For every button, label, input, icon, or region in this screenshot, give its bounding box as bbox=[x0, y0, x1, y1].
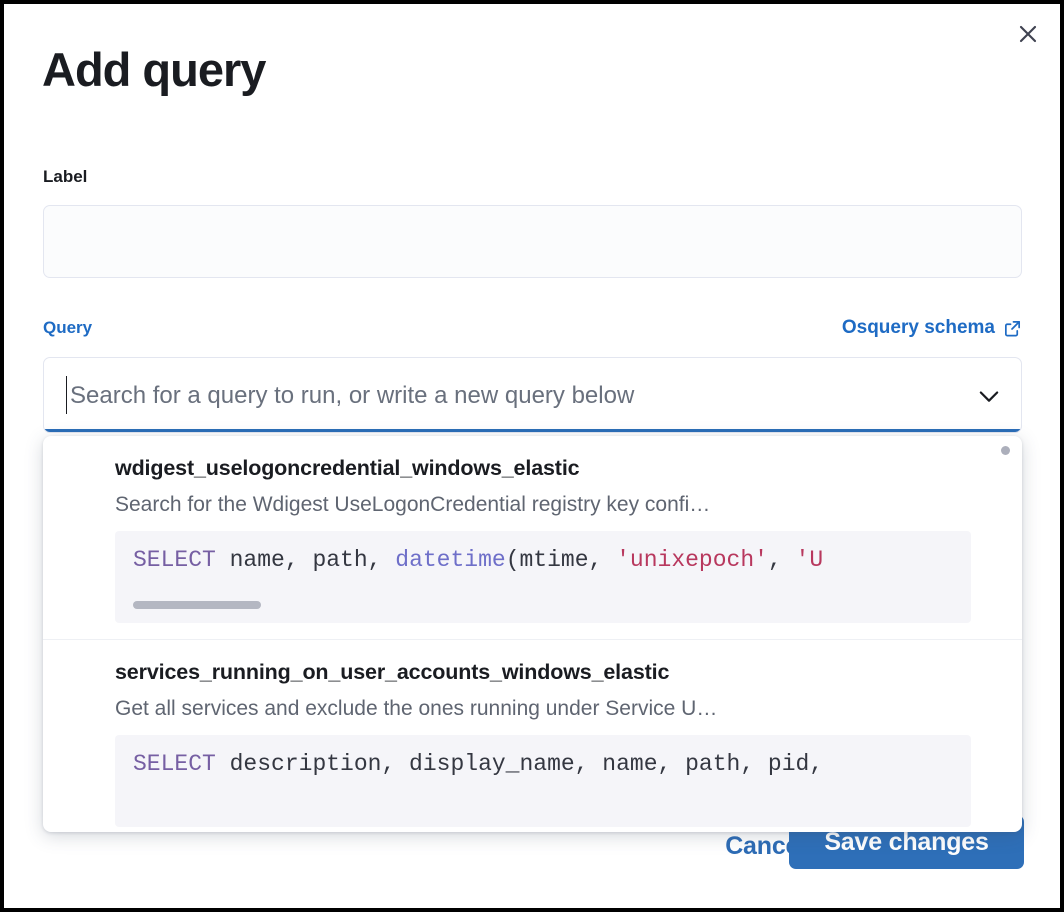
osquery-schema-link-label: Osquery schema bbox=[841, 317, 995, 338]
option-title: services_running_on_user_accounts_window… bbox=[115, 660, 670, 684]
sql-code-line: SELECT name, path, datetime(mtime, 'unix… bbox=[133, 547, 824, 573]
external-link-icon bbox=[1003, 318, 1022, 338]
chevron-down-icon[interactable] bbox=[975, 358, 1003, 432]
text-caret bbox=[66, 376, 67, 414]
sql-scrollbar-thumb[interactable] bbox=[133, 601, 261, 609]
query-options-dropdown: wdigest_uselogoncredential_windows_elast… bbox=[43, 436, 1022, 832]
close-button[interactable] bbox=[1008, 14, 1048, 54]
close-icon bbox=[1016, 22, 1040, 46]
sql-horizontal-scrollbar[interactable] bbox=[133, 601, 953, 609]
query-field-label: Query bbox=[43, 318, 93, 337]
sql-code-line: SELECT description, display_name, name, … bbox=[133, 751, 824, 777]
option-description: Search for the Wdigest UseLogonCredentia… bbox=[115, 493, 711, 516]
option-description: Get all services and exclude the ones ru… bbox=[115, 697, 718, 720]
list-item[interactable]: wdigest_uselogoncredential_windows_elast… bbox=[43, 436, 1022, 639]
query-combobox-placeholder: Search for a query to run, or write a ne… bbox=[70, 382, 635, 409]
add-query-modal: Add query Label Query Osquery schema Sea… bbox=[4, 4, 1060, 908]
page-title: Add query bbox=[42, 43, 266, 96]
label-input[interactable] bbox=[43, 205, 1022, 278]
option-sql-preview: SELECT name, path, datetime(mtime, 'unix… bbox=[115, 531, 971, 623]
option-title: wdigest_uselogoncredential_windows_elast… bbox=[115, 456, 580, 480]
osquery-schema-link[interactable]: Osquery schema bbox=[842, 317, 1022, 339]
query-combobox[interactable]: Search for a query to run, or write a ne… bbox=[43, 357, 1022, 433]
option-sql-preview: SELECT description, display_name, name, … bbox=[115, 735, 971, 827]
label-field-label: Label bbox=[43, 167, 88, 186]
list-item[interactable]: services_running_on_user_accounts_window… bbox=[43, 639, 1022, 832]
dropdown-scrollbar-thumb[interactable] bbox=[1001, 446, 1010, 455]
